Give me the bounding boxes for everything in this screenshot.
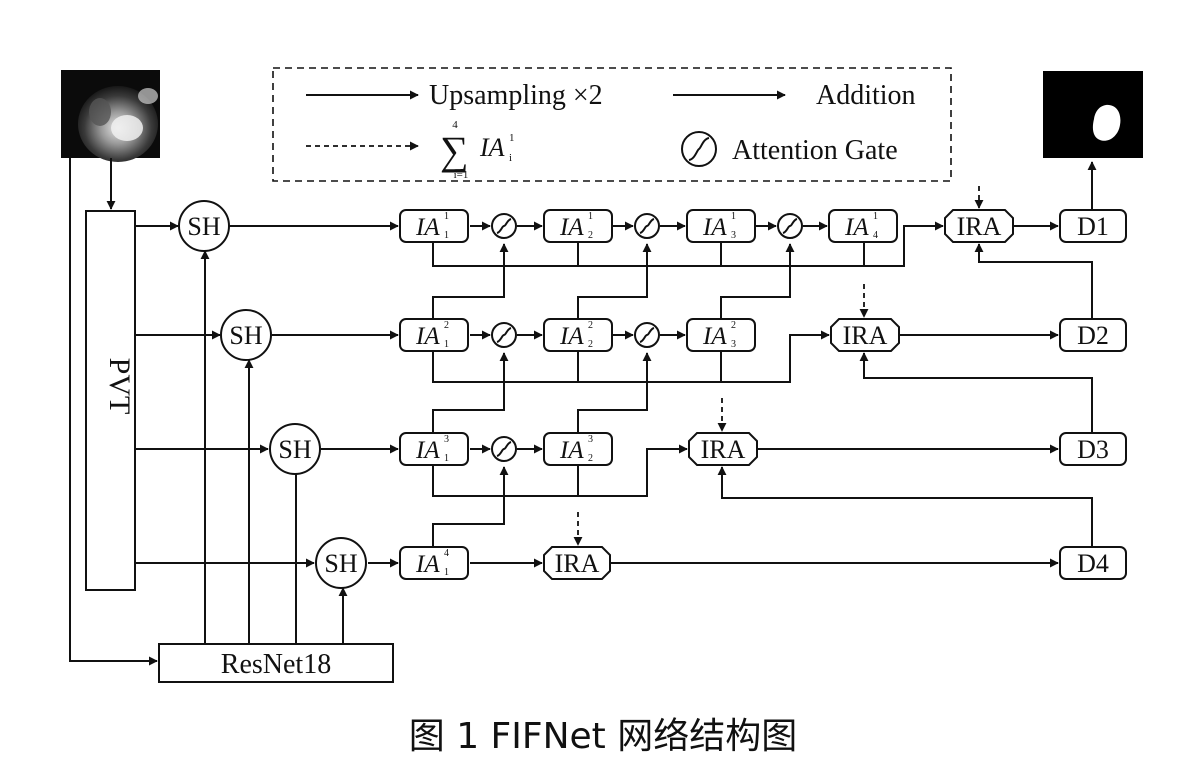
decoder-d3: D3: [1059, 432, 1127, 466]
ira-node-4: IRA: [543, 546, 611, 580]
svg-text:2: 2: [588, 453, 593, 464]
attention-gate-2-1: [491, 322, 517, 348]
svg-text:IA: IA: [415, 323, 440, 350]
svg-text:IA: IA: [559, 323, 584, 350]
svg-text:IA: IA: [415, 214, 440, 241]
svg-text:IA: IA: [702, 214, 727, 241]
svg-text:1: 1: [444, 339, 449, 350]
ia-node-1-2: IA 1 2: [543, 209, 613, 243]
ia-node-1-1: IA 1 1: [399, 209, 469, 243]
summation-upper-limit: 4: [452, 119, 458, 131]
svg-text:1: 1: [444, 567, 449, 578]
svg-text:3: 3: [444, 434, 449, 445]
svg-text:1: 1: [444, 453, 449, 464]
figure-caption: 图 1 FIFNet 网络结构图: [409, 716, 797, 757]
attention-gate-1-2: [634, 213, 660, 239]
ia-node-3-1: IA 3 1: [399, 432, 469, 466]
input-image: [61, 70, 160, 162]
svg-text:IA: IA: [415, 437, 440, 464]
svg-text:IRA: IRA: [701, 435, 746, 464]
attention-gate-curve: [688, 137, 710, 161]
svg-text:2: 2: [588, 320, 593, 331]
svg-text:SH: SH: [278, 435, 311, 464]
svg-text:1: 1: [444, 230, 449, 241]
decoder-d1: D1: [1059, 209, 1127, 243]
summation-symbol: ∑: [440, 128, 469, 173]
ia-node-2-1: IA 2 1: [399, 318, 469, 352]
svg-text:3: 3: [731, 230, 736, 241]
ira-node-3: IRA: [688, 432, 758, 466]
summation-term-sup: 1: [509, 132, 515, 144]
ia-node-2-3: IA 2 3: [686, 318, 756, 352]
resnet18-box: [158, 643, 394, 683]
edge-image-to-resnet: [69, 158, 158, 666]
svg-text:IRA: IRA: [957, 212, 1002, 241]
svg-text:3: 3: [588, 434, 593, 445]
legend-attention-gate-label: Attention Gate: [732, 135, 898, 166]
summation-lower-limit: i=1: [454, 169, 469, 181]
svg-text:D2: D2: [1077, 321, 1109, 350]
decoder-d2: D2: [1059, 318, 1127, 352]
svg-text:1: 1: [588, 211, 593, 222]
legend-upsampling-label: Upsampling ×2: [429, 80, 603, 111]
summation-dashed-edges: [573, 186, 984, 546]
sh-node-3: SH: [269, 423, 321, 475]
svg-text:IA: IA: [415, 551, 440, 578]
sh-node-1: SH: [178, 200, 230, 252]
svg-text:2: 2: [444, 320, 449, 331]
attention-gate-3-1: [491, 436, 517, 462]
svg-text:1: 1: [873, 211, 878, 222]
svg-text:1: 1: [731, 211, 736, 222]
svg-text:IA: IA: [702, 323, 727, 350]
main-edges: [135, 221, 1059, 568]
svg-text:IA: IA: [844, 214, 869, 241]
svg-text:IA: IA: [559, 214, 584, 241]
legend-frame: [272, 67, 952, 182]
svg-text:SH: SH: [187, 212, 220, 241]
summation-term-sub: i: [509, 152, 512, 164]
resnet-edges: [200, 250, 348, 644]
legend: Upsampling ×2 Addition ∑ 4 i=1 IA 1 i At…: [272, 67, 952, 182]
ia-node-4-1: IA 4 1: [399, 546, 469, 580]
svg-text:D3: D3: [1077, 435, 1109, 464]
legend-addition-label: Addition: [816, 80, 916, 111]
svg-text:2: 2: [588, 339, 593, 350]
svg-text:2: 2: [588, 230, 593, 241]
summation-term: IA: [479, 133, 505, 162]
svg-text:4: 4: [873, 230, 878, 241]
bus-edges: [432, 221, 944, 548]
attention-gate-1-1: [491, 213, 517, 239]
resnet18-label: ResNet18: [221, 649, 331, 680]
mask-blob: [1092, 104, 1121, 141]
ia-node-2-2: IA 2 2: [543, 318, 613, 352]
attention-gate-2-2: [634, 322, 660, 348]
svg-text:4: 4: [444, 548, 449, 559]
ia-node-1-4: IA 1 4: [828, 209, 898, 243]
svg-text:SH: SH: [229, 321, 262, 350]
svg-text:IA: IA: [559, 437, 584, 464]
svg-text:IRA: IRA: [555, 549, 600, 578]
decoder-d4: D4: [1059, 546, 1127, 580]
ia-node-1-3: IA 1 3: [686, 209, 756, 243]
attention-gate-1-3: [777, 213, 803, 239]
decoder-feedback-edges: [717, 161, 1097, 548]
ira-node-2: IRA: [830, 318, 900, 352]
output-mask-image: [1043, 71, 1143, 158]
pvt-label: PVT: [103, 358, 136, 415]
ia-node-3-2: IA 3 2: [543, 432, 613, 466]
svg-text:1: 1: [444, 211, 449, 222]
svg-text:D1: D1: [1077, 212, 1109, 241]
svg-text:D4: D4: [1077, 549, 1109, 578]
ira-node-1: IRA: [944, 209, 1014, 243]
svg-text:2: 2: [731, 320, 736, 331]
svg-text:3: 3: [731, 339, 736, 350]
svg-text:IRA: IRA: [843, 321, 888, 350]
pvt-box: [85, 210, 136, 591]
svg-text:SH: SH: [324, 549, 357, 578]
sh-node-2: SH: [220, 309, 272, 361]
sh-node-4: SH: [315, 537, 367, 589]
